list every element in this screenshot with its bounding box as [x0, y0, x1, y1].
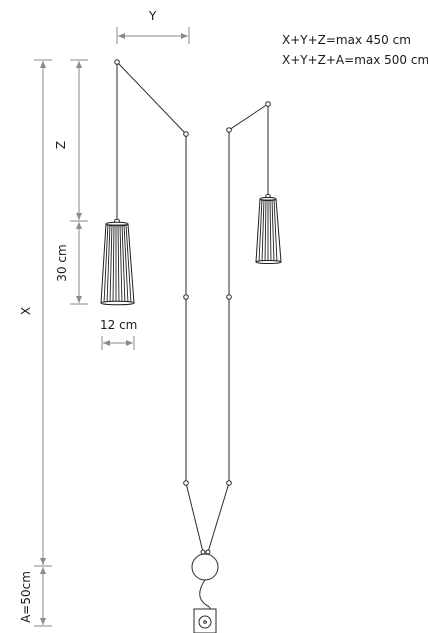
dimension-x: X: [19, 59, 52, 567]
node-left-top: [114, 59, 120, 65]
junction-ring: [191, 553, 219, 581]
node-right-top: [265, 101, 271, 107]
node-left-low: [183, 480, 189, 486]
label-a: A=50cm: [19, 571, 33, 623]
power-plug: [193, 579, 217, 633]
formula-line-1: X+Y+Z=max 450 cm: [282, 33, 411, 47]
node-left-bend: [183, 131, 189, 137]
label-z: Z: [54, 141, 68, 149]
right-lamp-shade: [255, 193, 282, 264]
label-y: Y: [148, 9, 157, 23]
label-width: 12 cm: [100, 318, 137, 332]
dimension-width: 12 cm: [100, 318, 137, 350]
formula-line-2: X+Y+Z+A=max 500 cm: [282, 53, 428, 67]
left-cable: [116, 61, 204, 553]
node-right-bend: [226, 127, 232, 133]
left-lamp-shade: [100, 218, 135, 306]
label-height: 30 cm: [55, 244, 69, 281]
node-right-mid: [226, 294, 232, 300]
dimension-y: Y: [116, 9, 190, 44]
dimension-z: Z: [54, 59, 88, 222]
dimension-a: A=50cm: [19, 567, 52, 627]
right-cable: [207, 103, 269, 553]
dimension-height: 30 cm: [55, 222, 88, 305]
label-x: X: [19, 307, 33, 315]
node-right-low: [226, 480, 232, 486]
node-left-mid: [183, 294, 189, 300]
cable-junction: [191, 549, 219, 581]
